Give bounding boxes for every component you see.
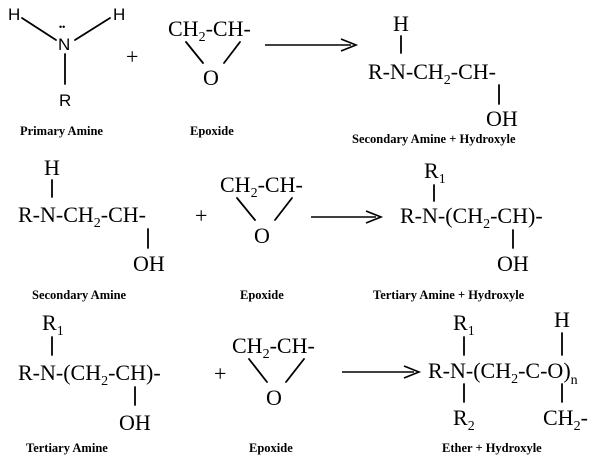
product2-r1: R xyxy=(424,158,439,183)
label-epoxide-2: Epoxide xyxy=(240,288,284,302)
product3-ch-tail: - xyxy=(581,405,588,430)
reactant3-sub: 2 xyxy=(101,374,108,389)
label-ether-hydroxyle: Ether + Hydroxyle xyxy=(442,441,542,455)
amine-n: N xyxy=(58,35,70,54)
reactant3-tail: -CH)- xyxy=(108,360,161,385)
product1-oh: OH xyxy=(486,106,518,131)
label-tertiary-amine-hydroxyle: Tertiary Amine + Hydroxyle xyxy=(373,288,525,302)
epoxide-bond-right xyxy=(223,41,241,64)
plus-sign-1: + xyxy=(126,44,138,69)
epoxide3-sub: 2 xyxy=(263,347,270,362)
product3-tail: -C-O) xyxy=(518,358,571,383)
product1-sub: 2 xyxy=(444,73,451,88)
plus-sign-2: + xyxy=(195,203,207,228)
row-3-product: R1 H R-N-(CH2-C-O)n R2 CH2- xyxy=(428,307,588,434)
reactant3-head: R-N-(CH xyxy=(18,360,101,385)
amine-lone-pair: •• xyxy=(59,22,65,32)
product3-h: H xyxy=(554,307,570,332)
epoxide-sub: 2 xyxy=(199,30,206,45)
label-epoxide-3: Epoxide xyxy=(249,441,293,455)
amine-h-left: H xyxy=(8,5,20,24)
product2-oh: OH xyxy=(497,251,529,276)
product1-tail: -CH- xyxy=(451,59,496,84)
epoxide2-sub: 2 xyxy=(251,186,258,201)
label-secondary-amine-hydroxyle: Secondary Amine + Hydroxyle xyxy=(352,132,516,146)
row-3-epoxide: CH2-CH- O xyxy=(232,333,315,410)
product3-ch-sub: 2 xyxy=(574,419,581,434)
product3-r2-sub: 2 xyxy=(468,419,475,434)
row-3-tertiary-amine: R1 R-N-(CH2-CH)- OH xyxy=(18,310,161,435)
reactant2-head: R-N-CH xyxy=(18,202,94,227)
reactant2-sub: 2 xyxy=(94,216,101,231)
bond-h-n-right xyxy=(74,17,111,41)
product3-ch: CH xyxy=(543,405,574,430)
reactant3-r1-sub: 1 xyxy=(57,324,64,339)
amine-h-right: H xyxy=(113,5,125,24)
product2-r1-sub: 1 xyxy=(439,172,446,187)
reaction-arrow-1-head xyxy=(340,38,359,52)
svg-text:CH2-CH-: CH2-CH- xyxy=(232,333,315,362)
label-secondary-amine: Secondary Amine xyxy=(32,288,127,302)
epoxide-bond-left xyxy=(185,41,204,64)
row-1-product: H R-N-CH2-CH- OH xyxy=(368,11,518,131)
product3-sub: 2 xyxy=(511,372,518,387)
product3-r2: R xyxy=(453,405,468,430)
svg-text:R1: R1 xyxy=(424,158,446,187)
reaction-arrow-2-head xyxy=(365,210,384,224)
row-2-epoxide: CH2-CH- O xyxy=(220,172,303,248)
svg-text:R-N-(CH2-CH)-: R-N-(CH2-CH)- xyxy=(18,360,161,389)
product2-tail: -CH)- xyxy=(490,203,543,228)
product1-head: R-N-CH xyxy=(368,59,444,84)
svg-text:CH2-CH-: CH2-CH- xyxy=(168,16,251,45)
svg-text:R2: R2 xyxy=(453,405,475,434)
reactant2-oh: OH xyxy=(133,251,165,276)
epoxide3-bond-right xyxy=(285,358,305,383)
reactant2-h: H xyxy=(44,155,60,180)
epoxide3-ch: CH xyxy=(232,333,263,358)
product2-head: R-N-(CH xyxy=(400,203,483,228)
plus-sign-3: + xyxy=(214,361,226,386)
reactant2-tail: -CH- xyxy=(101,202,146,227)
amine-r: R xyxy=(59,91,71,110)
epoxide3-bond-left xyxy=(248,358,268,383)
label-epoxide-1: Epoxide xyxy=(190,124,234,138)
product3-head: R-N-(CH xyxy=(428,358,511,383)
svg-text:R-N-(CH2-C-O)n: R-N-(CH2-C-O)n xyxy=(428,358,578,388)
row-1-primary-amine: H H •• N R xyxy=(8,5,125,110)
svg-text:R-N-CH2-CH-: R-N-CH2-CH- xyxy=(18,202,146,231)
epoxide-o: O xyxy=(203,65,219,90)
epoxide2-ch: CH xyxy=(220,172,251,197)
row-1-epoxide: CH2-CH- O xyxy=(168,16,251,90)
reactant3-oh: OH xyxy=(119,410,151,435)
epoxide-tail: -CH- xyxy=(206,16,251,41)
epoxide-ch: CH xyxy=(168,16,199,41)
epoxide3-o: O xyxy=(266,385,282,410)
reactant3-r1: R xyxy=(42,310,57,335)
svg-text:CH2-: CH2- xyxy=(543,405,588,434)
epoxide3-tail: -CH- xyxy=(270,333,315,358)
epoxide2-o: O xyxy=(254,223,270,248)
svg-text:R1: R1 xyxy=(42,310,64,339)
svg-text:R1: R1 xyxy=(453,310,475,339)
product2-sub: 2 xyxy=(483,217,490,232)
row-2-product: R1 R-N-(CH2-CH)- OH xyxy=(400,158,543,276)
svg-text:R-N-(CH2-CH)-: R-N-(CH2-CH)- xyxy=(400,203,543,232)
epoxide2-bond-left xyxy=(236,197,256,221)
epoxide2-bond-right xyxy=(274,197,293,221)
row-2-secondary-amine: H R-N-CH2-CH- OH xyxy=(18,155,165,276)
product3-r1: R xyxy=(453,310,468,335)
product1-h: H xyxy=(393,11,409,36)
bond-h-n-left xyxy=(21,17,57,41)
product3-sub-n: n xyxy=(571,373,578,388)
reaction-arrow-3-head xyxy=(403,365,422,379)
label-primary-amine: Primary Amine xyxy=(20,124,103,138)
product3-r1-sub: 1 xyxy=(468,324,475,339)
svg-text:CH2-CH-: CH2-CH- xyxy=(220,172,303,201)
label-tertiary-amine: Tertiary Amine xyxy=(26,441,108,455)
epoxide2-tail: -CH- xyxy=(258,172,303,197)
svg-text:R-N-CH2-CH-: R-N-CH2-CH- xyxy=(368,59,496,88)
